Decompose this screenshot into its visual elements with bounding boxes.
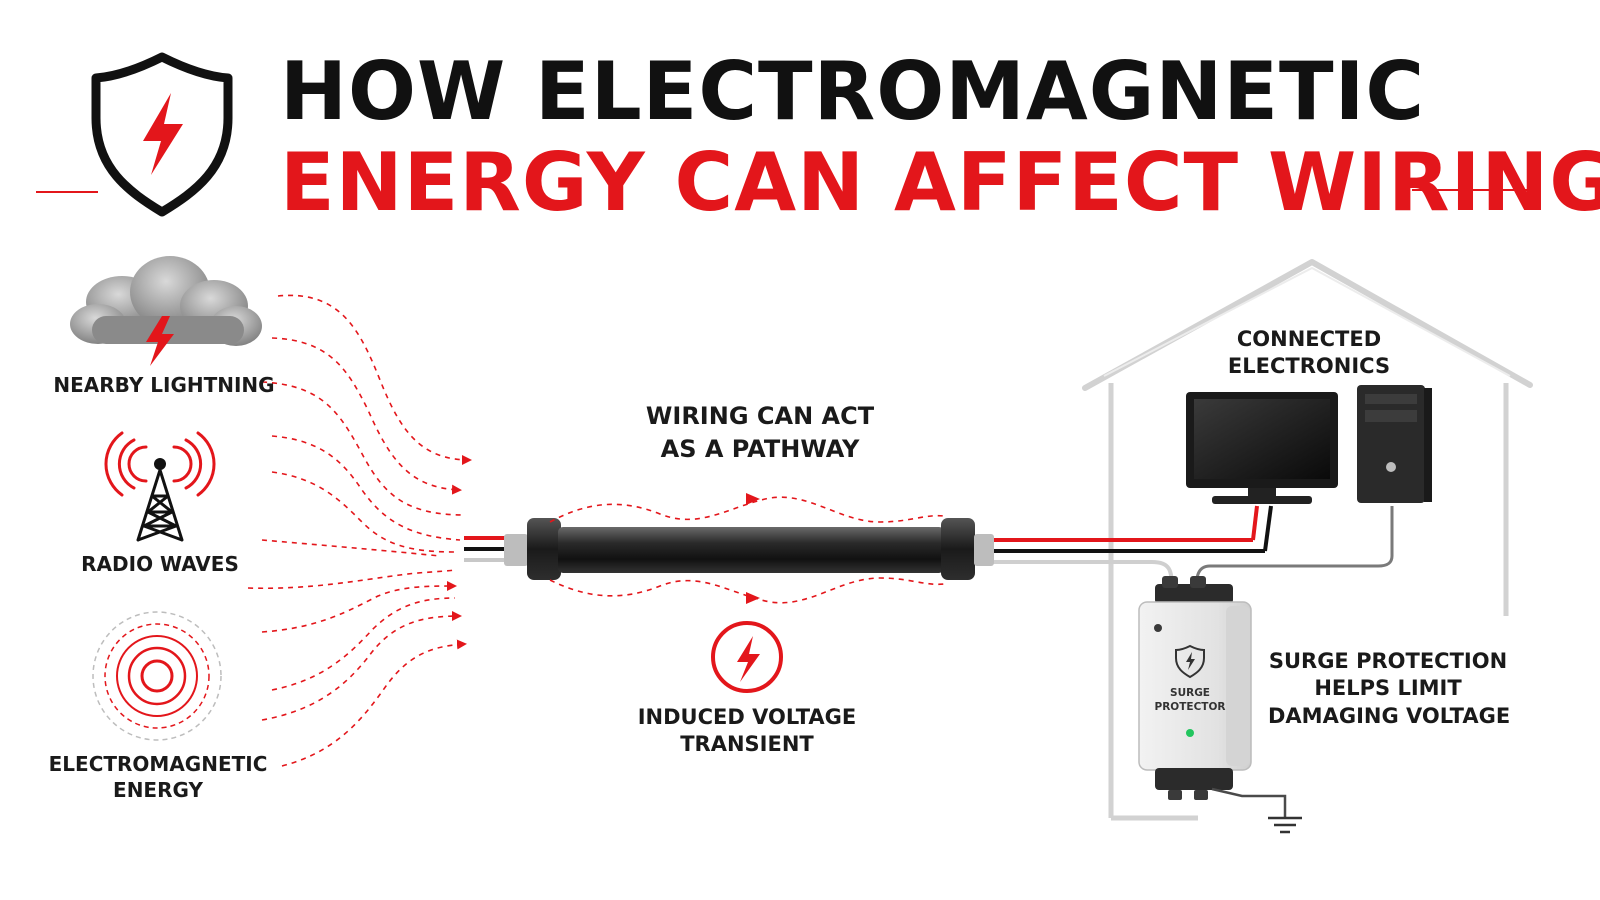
surge-device-line-1: SURGE	[1170, 687, 1210, 699]
incoming-wave-arrows	[247, 294, 472, 767]
shield-lightning-icon	[91, 52, 233, 217]
page-title-line-2: ENERGY CAN AFFECT WIRING	[280, 136, 1600, 229]
storm-cloud-icon	[70, 256, 262, 366]
wave-arrowhead-bottom	[746, 592, 760, 604]
monitor-icon	[1186, 392, 1338, 504]
em-rings-icon	[92, 611, 222, 741]
label-protection-line-2: HELPS LIMIT	[1314, 676, 1462, 701]
radio-tower-icon	[104, 431, 216, 542]
surge-device-label: SURGE PROTECTOR	[1144, 686, 1236, 714]
label-transient-line-2: TRANSIENT	[680, 732, 814, 757]
label-radio-waves: RADIO WAVES	[81, 552, 239, 576]
label-connected-electronics: CONNECTED ELECTRONICS	[1196, 326, 1422, 381]
label-electromagnetic-energy: ELECTROMAGNETIC ENERGY	[40, 751, 276, 803]
page-title-line-1: HOW ELECTROMAGNETIC	[280, 45, 1426, 138]
wiring-cable	[504, 518, 994, 580]
house-outline	[1082, 259, 1533, 821]
surge-device-line-2: PROTECTOR	[1154, 701, 1226, 714]
induced-wave-lines	[549, 496, 945, 604]
label-surge-protection: SURGE PROTECTION HELPS LIMIT DAMAGING VO…	[1268, 648, 1511, 730]
label-electronics-line-2: ELECTRONICS	[1227, 354, 1391, 379]
label-pathway-line-2: AS A PATHWAY	[660, 435, 860, 464]
surge-protector-device	[1138, 576, 1252, 800]
label-electronics-line-1: CONNECTED	[1236, 327, 1382, 351]
label-protection-line-3: DAMAGING VOLTAGE	[1268, 703, 1511, 728]
label-protection-line-1: SURGE PROTECTION	[1268, 649, 1508, 673]
wave-arrowhead-top	[746, 493, 760, 505]
label-nearby-lightning: NEARBY LIGHTNING	[53, 373, 275, 397]
ground-icon	[1211, 787, 1302, 834]
label-wiring-pathway: WIRING CAN ACT AS A PATHWAY	[620, 400, 900, 466]
pc-tower-icon	[1357, 385, 1432, 503]
lightning-circle-icon	[711, 621, 783, 693]
label-transient-line-1: INDUCED VOLTAGE	[637, 705, 857, 729]
label-induced-voltage-transient: INDUCED VOLTAGE TRANSIENT	[614, 704, 880, 759]
label-em-line-1: ELECTROMAGNETIC	[48, 752, 268, 776]
label-pathway-line-1: WIRING CAN ACT	[645, 402, 875, 430]
label-em-line-2: ENERGY	[113, 778, 203, 802]
